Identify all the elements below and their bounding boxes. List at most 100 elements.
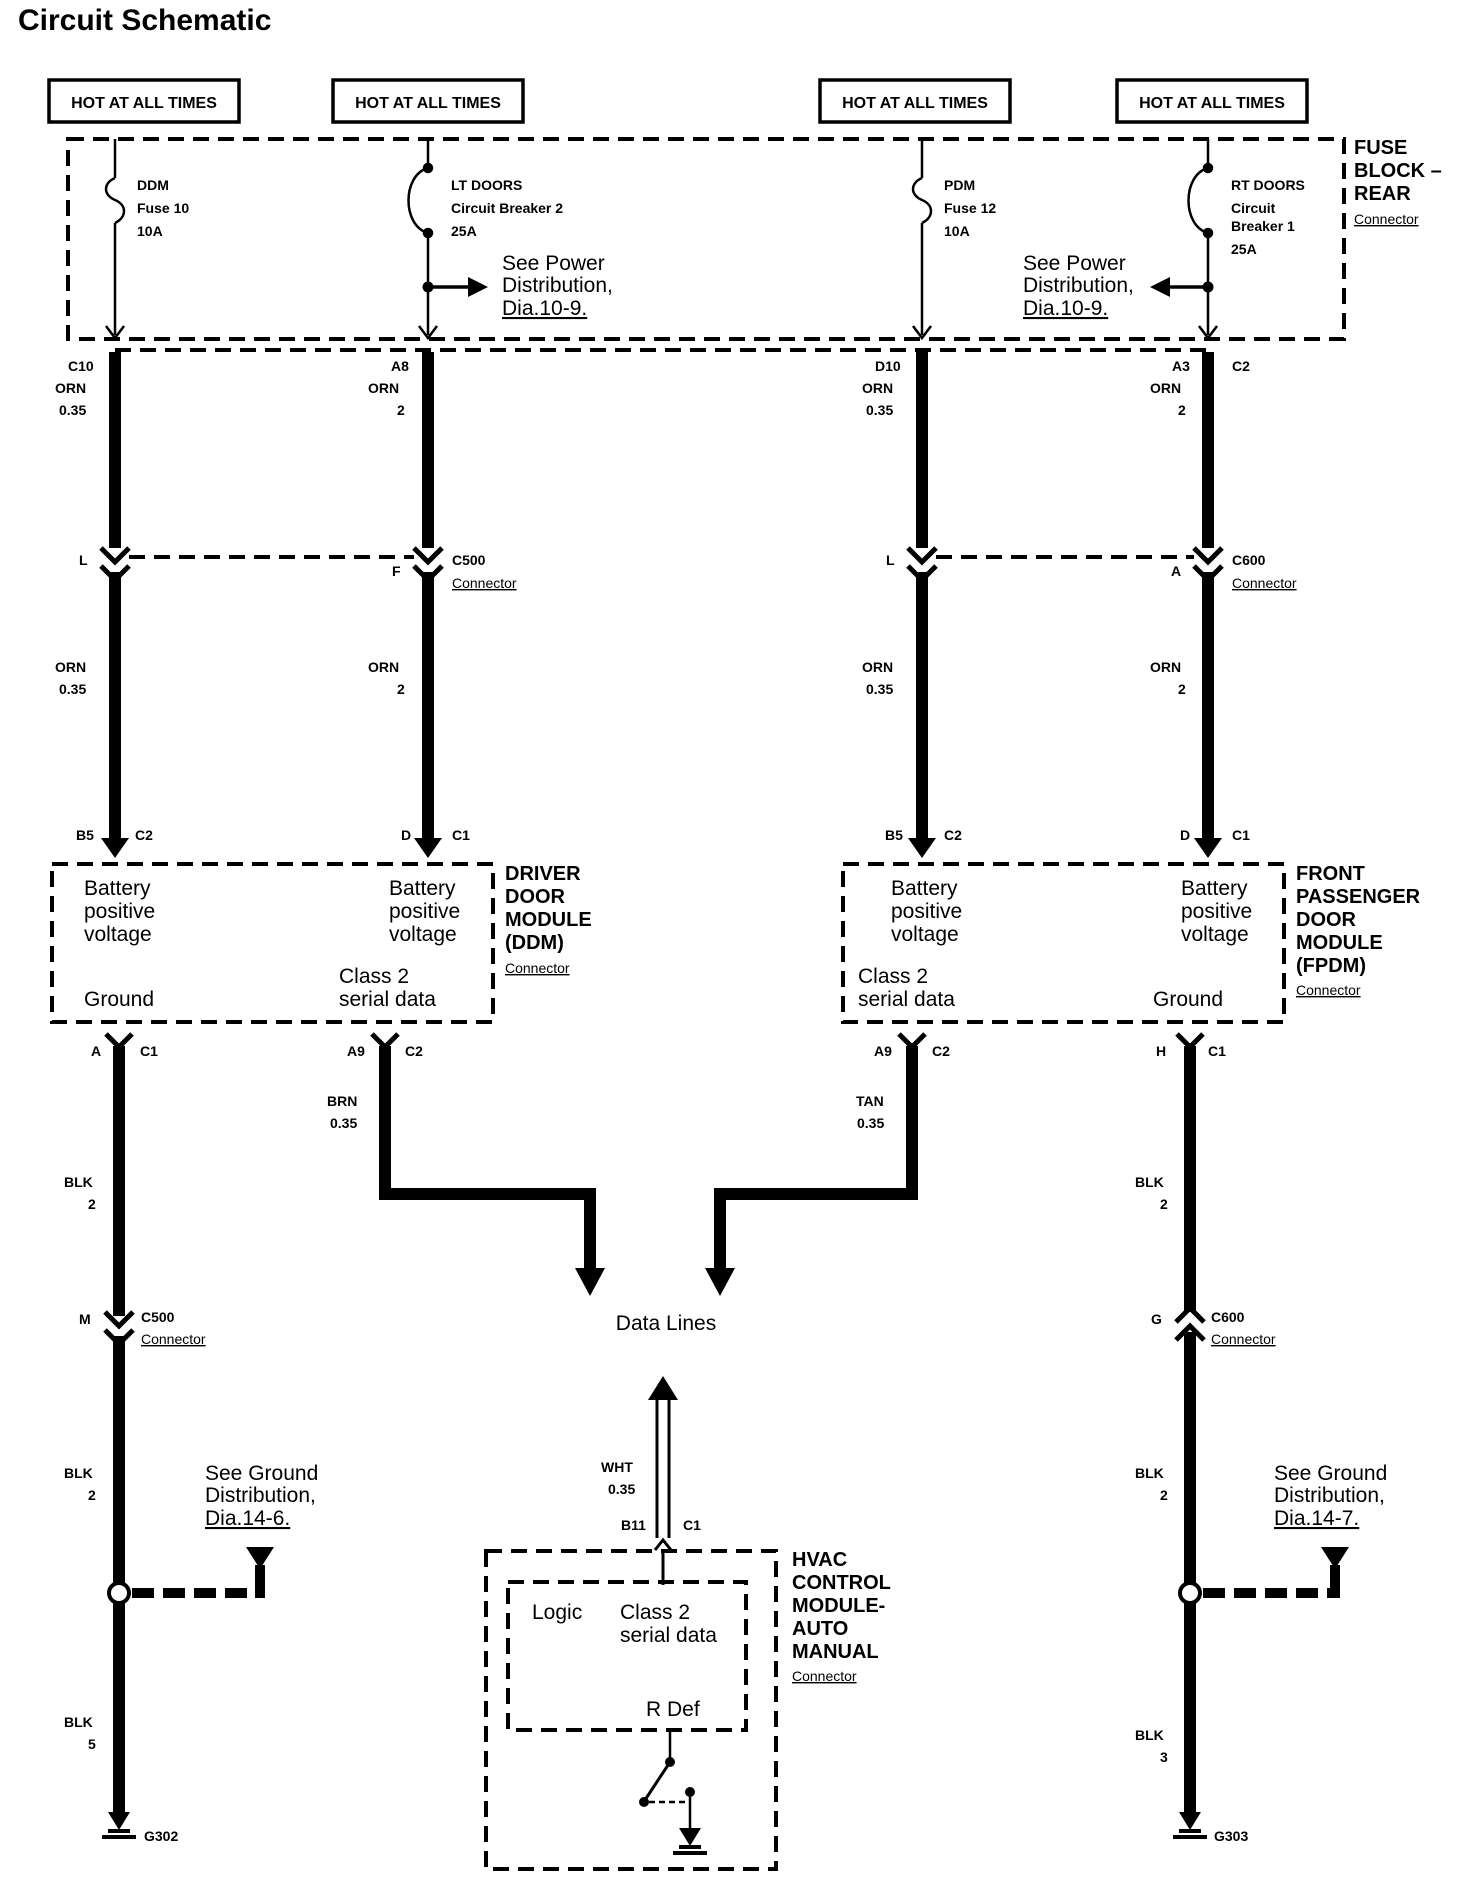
ground-icon: G302 xyxy=(102,1812,178,1844)
svg-text:H: H xyxy=(1156,1043,1166,1059)
power-ref-right: See Power Distribution, Dia.10-9. xyxy=(1023,252,1214,320)
ground-icon: G303 xyxy=(1173,1812,1248,1844)
svg-text:A: A xyxy=(1171,563,1181,579)
svg-text:positive: positive xyxy=(84,900,155,923)
svg-text:BLK: BLK xyxy=(1135,1465,1164,1481)
svg-text:Battery: Battery xyxy=(84,877,151,900)
wire-label-brn: BRN 0.35 xyxy=(327,1093,357,1131)
svg-text:BLK: BLK xyxy=(1135,1727,1164,1743)
svg-text:ORN: ORN xyxy=(368,380,399,396)
svg-text:Class 2: Class 2 xyxy=(339,965,409,988)
svg-text:C500: C500 xyxy=(452,552,486,568)
svg-text:REAR: REAR xyxy=(1354,183,1411,205)
svg-text:voltage: voltage xyxy=(84,923,152,946)
svg-text:C2: C2 xyxy=(405,1043,423,1059)
svg-text:0.35: 0.35 xyxy=(59,402,86,418)
svg-text:Distribution,: Distribution, xyxy=(1274,1484,1385,1507)
svg-text:Battery: Battery xyxy=(389,877,456,900)
svg-text:Connector: Connector xyxy=(505,960,570,976)
svg-text:2: 2 xyxy=(1160,1487,1168,1503)
svg-text:HOT AT ALL TIMES: HOT AT ALL TIMES xyxy=(71,95,217,112)
svg-text:0.35: 0.35 xyxy=(330,1115,357,1131)
svg-text:25A: 25A xyxy=(451,223,477,239)
svg-text:Connector: Connector xyxy=(452,575,517,591)
brn-data-wire xyxy=(379,1046,596,1270)
fpdm-pin-functions: Battery positive voltage Battery positiv… xyxy=(858,877,1252,1011)
svg-text:BLOCK –: BLOCK – xyxy=(1354,160,1442,182)
wire-label-blk-l2: BLK 2 xyxy=(64,1465,96,1503)
svg-text:C2: C2 xyxy=(944,827,962,843)
svg-text:R Def: R Def xyxy=(646,1698,700,1721)
svg-text:Ground: Ground xyxy=(84,988,154,1011)
c500-bottom-labels: M C500 Connector xyxy=(79,1309,206,1347)
svg-text:MODULE-: MODULE- xyxy=(792,1595,885,1617)
svg-text:F: F xyxy=(392,563,401,579)
svg-text:CONTROL: CONTROL xyxy=(792,1572,891,1594)
breaker-icon xyxy=(407,162,1214,239)
svg-text:PASSENGER: PASSENGER xyxy=(1296,886,1421,908)
svg-text:BLK: BLK xyxy=(1135,1174,1164,1190)
svg-text:MANUAL: MANUAL xyxy=(792,1641,879,1663)
svg-text:positive: positive xyxy=(389,900,460,923)
svg-text:C10: C10 xyxy=(68,358,94,374)
svg-text:See Power: See Power xyxy=(502,252,605,275)
svg-text:ORN: ORN xyxy=(368,659,399,675)
wire-label-w1-top: C10 ORN 0.35 xyxy=(55,358,94,418)
svg-text:Distribution,: Distribution, xyxy=(205,1484,316,1507)
wire-label-blk-l3: BLK 5 xyxy=(64,1714,96,1752)
svg-text:Class 2: Class 2 xyxy=(620,1601,690,1624)
svg-text:L: L xyxy=(886,552,895,568)
c500-bottom-chevrons xyxy=(103,1310,135,1348)
svg-text:Dia.10-9.: Dia.10-9. xyxy=(502,297,587,320)
power-wires-mid xyxy=(109,572,1214,848)
svg-text:A: A xyxy=(91,1043,101,1059)
svg-text:2: 2 xyxy=(397,681,405,697)
svg-text:positive: positive xyxy=(1181,900,1252,923)
hot-label-1: HOT AT ALL TIMES xyxy=(47,78,241,124)
hot-label-4: HOT AT ALL TIMES xyxy=(1115,78,1309,124)
svg-text:D: D xyxy=(1180,827,1190,843)
svg-text:Distribution,: Distribution, xyxy=(1023,274,1134,297)
svg-text:See Ground: See Ground xyxy=(1274,1462,1387,1485)
svg-text:A9: A9 xyxy=(874,1043,892,1059)
wire-label-blk-r1: BLK 2 xyxy=(1135,1174,1168,1212)
svg-text:ORN: ORN xyxy=(1150,659,1181,675)
svg-text:PDM: PDM xyxy=(944,177,975,193)
svg-text:Dia.10-9.: Dia.10-9. xyxy=(1023,297,1108,320)
svg-text:MODULE: MODULE xyxy=(1296,932,1383,954)
svg-text:HOT AT ALL TIMES: HOT AT ALL TIMES xyxy=(1139,95,1285,112)
hvac-module-label: HVAC CONTROL MODULE- AUTO MANUAL Connect… xyxy=(792,1549,891,1684)
ground-ref-left: See Ground Distribution, Dia.14-6. xyxy=(107,1462,318,1605)
svg-text:2: 2 xyxy=(1178,402,1186,418)
svg-text:RT DOORS: RT DOORS xyxy=(1231,177,1305,193)
fpdm-bottom-pins: A9 C2 H C1 xyxy=(874,1043,1226,1059)
svg-text:AUTO: AUTO xyxy=(792,1618,848,1640)
svg-text:BLK: BLK xyxy=(64,1714,93,1730)
svg-text:BRN: BRN xyxy=(327,1093,357,1109)
rdef-switch-icon xyxy=(639,1730,707,1855)
svg-text:L: L xyxy=(79,552,88,568)
module-input-arrows xyxy=(101,838,1222,858)
svg-text:D: D xyxy=(401,827,411,843)
wire-label-w1-mid: ORN 0.35 xyxy=(55,659,86,697)
svg-text:ORN: ORN xyxy=(862,380,893,396)
svg-text:DOOR: DOOR xyxy=(505,886,566,908)
fuse-block-label: FUSE BLOCK – REAR Connector xyxy=(1354,137,1442,227)
terminal-arrows xyxy=(105,325,1218,341)
svg-text:DRIVER: DRIVER xyxy=(505,863,581,885)
svg-text:Battery: Battery xyxy=(891,877,958,900)
wire-label-w3-top: D10 ORN 0.35 xyxy=(862,358,901,418)
svg-text:C1: C1 xyxy=(452,827,470,843)
c600-bottom-labels: G C600 Connector xyxy=(1151,1309,1276,1347)
svg-text:Battery: Battery xyxy=(1181,877,1248,900)
ddm-module-label: DRIVER DOOR MODULE (DDM) Connector xyxy=(505,863,592,976)
svg-text:C2: C2 xyxy=(932,1043,950,1059)
tan-arrow xyxy=(705,1268,735,1296)
power-ref-left: See Power Distribution, Dia.10-9. xyxy=(422,252,613,320)
svg-text:MODULE: MODULE xyxy=(505,909,592,931)
svg-text:C1: C1 xyxy=(1208,1043,1226,1059)
svg-text:Fuse 12: Fuse 12 xyxy=(944,200,996,216)
svg-text:WHT: WHT xyxy=(601,1459,633,1475)
svg-text:Breaker 1: Breaker 1 xyxy=(1231,218,1295,234)
